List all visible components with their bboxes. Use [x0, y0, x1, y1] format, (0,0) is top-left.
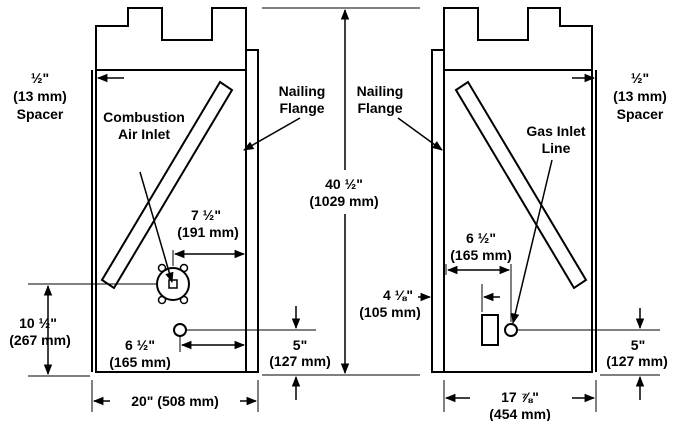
left-nailing-flange — [245, 49, 259, 373]
left-nailing-flange-label-2: Flange — [279, 100, 324, 116]
left-dimension-lines — [28, 73, 316, 412]
combustion-air-inlet-icon — [156, 263, 190, 305]
right-heater — [431, 7, 597, 373]
right-spacer-mm: (13 mm) — [613, 88, 667, 104]
left-diagonal-panel — [100, 80, 234, 290]
left-spacer-mm: (13 mm) — [13, 88, 67, 104]
right-width-inch: 17 ⅞" — [501, 389, 539, 405]
height-mm: (1029 mm) — [309, 193, 378, 209]
right-width-mm: (454 mm) — [489, 406, 550, 421]
right-dim-5-inch: 5" — [631, 337, 645, 353]
right-gas-connector-icon — [504, 323, 518, 337]
dim-4-125-mm: (105 mm) — [359, 304, 420, 320]
dim-7-5-inch: 7 ½" — [191, 207, 221, 223]
right-diagonal-panel — [454, 80, 588, 290]
right-dim-6-5-mm: (165 mm) — [450, 247, 511, 263]
dim-7-5-mm: (191 mm) — [177, 224, 238, 240]
height-inch: 40 ½" — [325, 176, 363, 192]
right-nailing-flange — [431, 49, 445, 373]
left-dim-5-mm: (127 mm) — [269, 353, 330, 369]
dim-4-125-inch: 4 ⅛" — [383, 287, 413, 303]
right-dim-5-mm: (127 mm) — [606, 353, 667, 369]
left-spacer-inch: ½" — [31, 70, 49, 86]
right-nailing-flange-label-2: Flange — [357, 100, 402, 116]
left-heater — [91, 7, 259, 373]
combustion-air-label-2: Air Inlet — [118, 126, 170, 142]
right-dim-6-5-inch: 6 ½" — [466, 230, 496, 246]
left-width-label: 20" (508 mm) — [131, 393, 219, 409]
gas-inlet-label-1: Gas Inlet — [526, 123, 585, 139]
left-vent-top — [95, 7, 247, 70]
left-dim-6-5-mm: (165 mm) — [109, 354, 170, 370]
dim-10-5-inch: 10 ½" — [19, 315, 57, 331]
combustion-air-label-1: Combustion — [103, 109, 185, 125]
right-spacer-inch: ½" — [631, 70, 649, 86]
gas-inlet-label-2: Line — [542, 140, 571, 156]
dim-10-5-mm: (267 mm) — [9, 332, 70, 348]
left-spacer-label: Spacer — [17, 106, 64, 122]
left-dim-6-5-inch: 6 ½" — [125, 337, 155, 353]
center-height-dimension — [262, 7, 420, 376]
left-gas-connector-icon — [173, 323, 187, 337]
right-spacer-label: Spacer — [617, 106, 664, 122]
left-dim-5-inch: 5" — [293, 337, 307, 353]
right-nailing-flange-label-1: Nailing — [357, 83, 404, 99]
right-body — [443, 69, 593, 373]
right-dimension-lines — [397, 73, 660, 412]
right-gas-valve — [481, 314, 499, 346]
left-nailing-flange-label-1: Nailing — [279, 83, 326, 99]
right-vent-top — [443, 7, 593, 70]
